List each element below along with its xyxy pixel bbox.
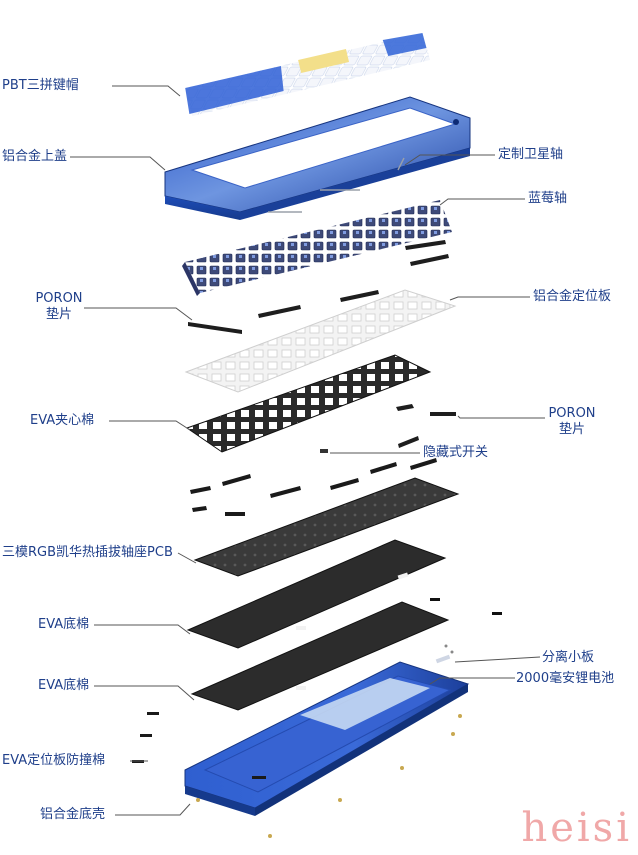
pcb-layer <box>193 477 460 577</box>
label-poron-right-line2: 垫片 <box>558 422 585 437</box>
poron-gasket-right <box>396 404 456 448</box>
label-poron-left-line1: PORON <box>35 291 83 306</box>
bottom-case <box>184 661 470 816</box>
keycaps-yellow-block <box>298 49 350 73</box>
label-stabilizer: 定制卫星轴 <box>498 147 564 162</box>
label-eva-bottom-2: EVA底棉 <box>38 678 90 693</box>
label-eva-plate-foam: EVA定位板防撞棉 <box>2 753 106 768</box>
label-eva-bottom-1: EVA底棉 <box>38 617 90 632</box>
keycaps-layer <box>185 33 431 116</box>
screws <box>196 714 462 838</box>
label-daughter-board: 分离小板 <box>542 650 595 665</box>
top-case <box>164 96 471 220</box>
watermark: heisi <box>521 805 632 851</box>
label-plate: 铝合金定位板 <box>533 289 612 304</box>
keycaps-blue-block <box>185 66 284 114</box>
hidden-switch-part <box>320 449 328 453</box>
aluminium-plate <box>184 289 457 393</box>
label-eva-sandwich: EVA夹心棉 <box>30 413 95 428</box>
label-switches: 蓝莓轴 <box>528 191 568 206</box>
daughter-board <box>430 598 502 664</box>
label-bottom-case: 铝合金底壳 <box>40 807 106 822</box>
label-hidden-switch: 隐藏式开关 <box>423 445 489 460</box>
label-pcb: 三模RGB凯华热插拔轴座PCB <box>2 545 173 560</box>
label-poron-left-line2: 垫片 <box>45 307 72 322</box>
gasket-strips <box>190 458 437 516</box>
label-keycaps: PBT三拼键帽 <box>2 78 79 93</box>
leader-lines <box>70 85 545 816</box>
eva-bottom-foam-2 <box>190 601 450 711</box>
keycaps-blue-right <box>382 33 427 56</box>
top-case-badge <box>453 119 459 125</box>
battery-pack <box>300 678 430 730</box>
label-poron-left: PORON 垫片 <box>34 291 84 323</box>
label-top-case: 铝合金上盖 <box>2 149 68 164</box>
label-poron-right: PORON 垫片 <box>546 406 598 438</box>
label-poron-right-line1: PORON <box>548 406 596 421</box>
poron-gasket-left <box>188 240 449 334</box>
eva-sandwich-foam <box>185 354 432 453</box>
stabilizer-parts <box>268 157 405 213</box>
label-battery: 2000毫安锂电池 <box>516 671 615 686</box>
switches-layer <box>182 200 452 296</box>
